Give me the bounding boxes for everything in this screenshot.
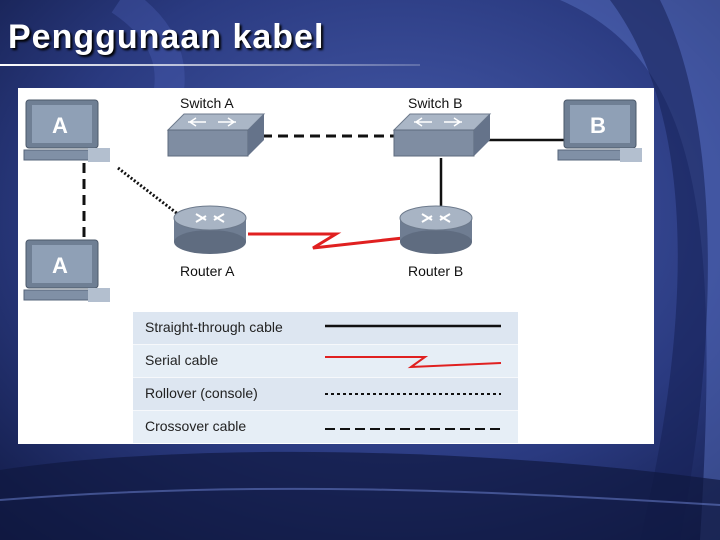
legend-label-straight-through: Straight-through cable [145, 319, 283, 335]
crossover-line-sample [325, 428, 501, 430]
switch-b-label: Switch B [408, 95, 462, 111]
title-underline [0, 64, 420, 66]
legend-row-rollover: Rollover (console) [133, 377, 518, 410]
switch-a-label: Switch A [180, 95, 234, 111]
legend-label-serial: Serial cable [145, 352, 219, 368]
serial-cable-routerA-routerB [248, 232, 404, 250]
straight-through-line-sample [325, 324, 501, 328]
legend-label-rollover: Rollover (console) [145, 385, 258, 401]
rollover-line-sample [325, 393, 501, 395]
router-b-label: Router B [408, 263, 463, 279]
router-b: Router B [399, 205, 473, 279]
serial-line-sample [325, 356, 502, 369]
pc-b-label: B [590, 113, 606, 138]
pc-a-bottom: A [23, 239, 110, 302]
router-a-label: Router A [180, 263, 235, 279]
pc-a-top-label: A [52, 113, 68, 138]
slide-title: Penggunaan kabel [8, 18, 325, 56]
diagram-panel: A A B Switch A [18, 88, 654, 444]
legend-row-crossover: Crossover cable [133, 410, 518, 443]
legend-label-crossover: Crossover cable [145, 418, 247, 434]
legend-row-straight-through: Straight-through cable [133, 312, 518, 344]
pc-a-top: A [23, 99, 110, 162]
pc-b: B [557, 99, 642, 162]
switch-b: Switch B [392, 95, 492, 157]
router-a: Router A [173, 205, 247, 279]
pc-a-bottom-label: A [52, 253, 68, 278]
rollover-cable-pcA-routerA [117, 166, 197, 230]
legend-row-serial: Serial cable [133, 344, 518, 377]
switch-a: Switch A [166, 95, 266, 157]
network-diagram: A A B Switch A [23, 95, 642, 302]
cable-legend: Straight-through cable Serial cable Roll… [133, 312, 518, 443]
